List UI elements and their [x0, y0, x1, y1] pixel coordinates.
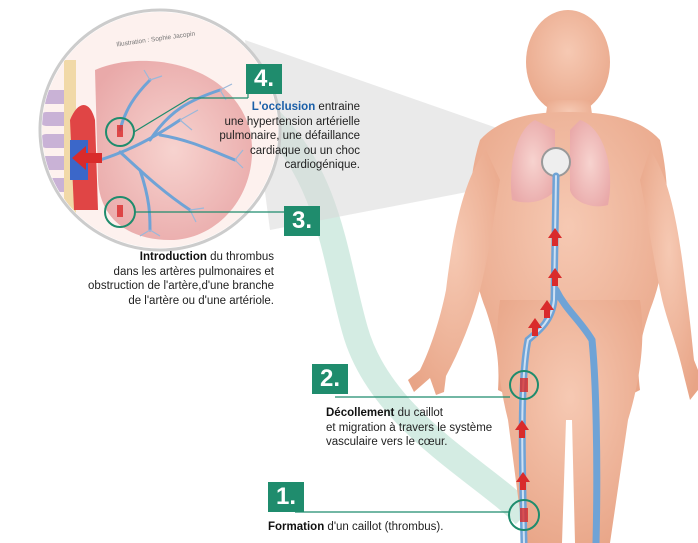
- step-4-badge: 4.: [246, 64, 282, 94]
- step-2-line: et migration à travers le système: [326, 421, 526, 436]
- step-4-rest: entraine: [315, 101, 360, 113]
- step-2-text: Décollement du caillot et migration à tr…: [326, 406, 526, 450]
- step-4-line: cardiaque ou un choc: [150, 144, 360, 159]
- step-2-badge: 2.: [312, 364, 348, 394]
- step-3-rest: du thrombus: [207, 251, 274, 263]
- step-3-text: Introduction du thrombus dans les artère…: [60, 250, 274, 308]
- step-1-bold: Formation: [268, 521, 324, 533]
- step-3-line: obstruction de l'artère,d'une branche: [60, 279, 274, 294]
- step-3-badge: 3.: [284, 206, 320, 236]
- step-3-line: dans les artères pulmonaires et: [60, 265, 274, 280]
- step-1-rest: d'un caillot (thrombus).: [324, 521, 443, 533]
- step-4-line: cardiogénique.: [150, 158, 360, 173]
- step-2-bold: Décollement: [326, 407, 394, 419]
- step-1-badge: 1.: [268, 482, 304, 512]
- step-3-bold: Introduction: [140, 251, 207, 263]
- step-4-line: une hypertension artérielle: [150, 115, 360, 130]
- step-1-text: Formation d'un caillot (thrombus).: [268, 520, 508, 535]
- step-2-rest: du caillot: [394, 407, 443, 419]
- step-4-bold: L'occlusion: [252, 101, 315, 113]
- step-2-line: vasculaire vers le cœur.: [326, 435, 526, 450]
- step-4-line: pulmonaire, une défaillance: [150, 129, 360, 144]
- step-4-text: L'occlusion entraine une hypertension ar…: [150, 100, 360, 173]
- step-3-line: de l'artère ou d'une artériole.: [60, 294, 274, 309]
